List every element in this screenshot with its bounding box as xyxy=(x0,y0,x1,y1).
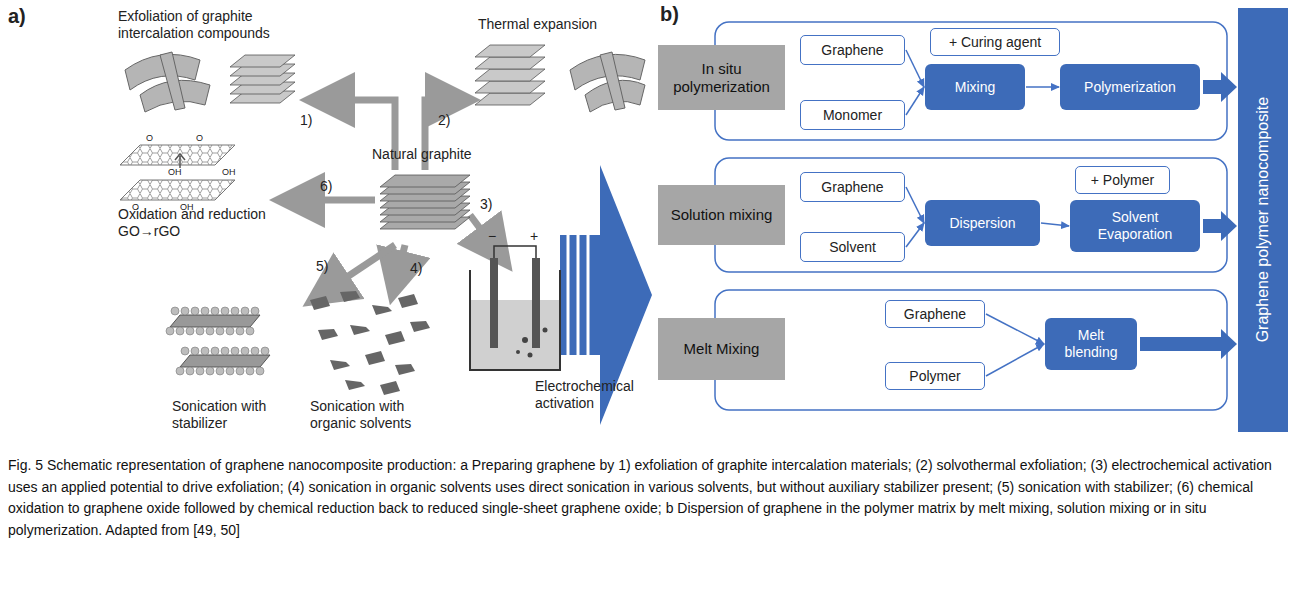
node-text: Graphene xyxy=(821,179,883,196)
label: a) xyxy=(8,4,26,28)
node-text: Melt blending xyxy=(1051,327,1131,361)
node-text: Solution mixing xyxy=(671,206,773,224)
graphene-oxide xyxy=(120,145,235,200)
node-text: Mixing xyxy=(955,79,995,96)
node-text: In situ polymerization xyxy=(664,60,779,96)
label: O xyxy=(132,202,139,213)
node-text: Graphene xyxy=(821,42,883,59)
block-arrow xyxy=(1203,211,1237,241)
connector-arrow xyxy=(1026,86,1059,88)
stabilized-sheets xyxy=(166,307,270,375)
result-bar: Graphene polymer nanocomposite xyxy=(1238,8,1288,432)
connector-arrow xyxy=(906,223,924,247)
dispersed-flakes xyxy=(310,291,430,395)
connector-arrow xyxy=(1041,223,1069,226)
label: O xyxy=(146,133,153,144)
input-box: Polymer xyxy=(885,362,985,390)
connector-arrow xyxy=(986,314,1044,344)
label: OH xyxy=(168,167,182,178)
input-box: Graphene xyxy=(800,172,905,202)
node-text: + Curing agent xyxy=(949,34,1041,51)
row-group xyxy=(715,22,1227,140)
route-arrows xyxy=(290,100,500,295)
process-box: Melt blending xyxy=(1045,318,1137,370)
input-box: Graphene xyxy=(800,35,905,65)
process-box: Dispersion xyxy=(925,200,1040,246)
label: b) xyxy=(660,2,679,26)
node-text: Graphene polymer nanocomposite xyxy=(1253,97,1272,342)
electrochemical-cell xyxy=(470,246,560,370)
process-box: Solvent Evaporation xyxy=(1070,200,1200,252)
connector-arrow xyxy=(986,344,1044,376)
arrow-stripe xyxy=(587,235,590,355)
node-text: + Polymer xyxy=(1091,172,1154,189)
method-box: In situ polymerization xyxy=(658,45,785,110)
label: Electrochemical activation xyxy=(535,378,635,412)
node-text: Polymer xyxy=(909,368,960,385)
connector-arrow xyxy=(906,87,924,115)
method-box: Melt Mixing xyxy=(658,318,785,380)
row-group xyxy=(715,158,1227,272)
label: Sonication with stabilizer xyxy=(172,398,302,432)
block-arrow xyxy=(1140,329,1237,359)
label: 3) xyxy=(480,196,492,213)
input-box: + Polymer xyxy=(1075,166,1170,194)
label: Sonication with organic solvents xyxy=(310,398,445,432)
label: Natural graphite xyxy=(372,146,472,163)
connector-arrow xyxy=(906,50,924,87)
node-text: Solvent Evaporation xyxy=(1076,209,1194,243)
label: 2) xyxy=(438,112,450,129)
label: 6) xyxy=(320,178,332,195)
label: 1) xyxy=(300,112,312,129)
node-text: Monomer xyxy=(823,107,882,124)
label: + xyxy=(530,228,538,245)
method-box: Solution mixing xyxy=(658,185,785,245)
node-text: Polymerization xyxy=(1084,79,1176,96)
connector-arrow xyxy=(906,187,924,223)
graphite-stacks xyxy=(230,45,545,229)
arrow-stripe xyxy=(577,235,580,355)
caption: Fig. 5 Schematic representation of graph… xyxy=(8,455,1284,542)
input-box: Monomer xyxy=(800,100,905,130)
label: 4) xyxy=(410,260,422,277)
label: 5) xyxy=(316,258,328,275)
input-box: Graphene xyxy=(885,300,985,328)
input-box: Solvent xyxy=(800,232,905,262)
input-box: + Curing agent xyxy=(930,28,1060,56)
arrow-stripe xyxy=(567,235,570,355)
label: Thermal expansion xyxy=(478,16,597,33)
node-text: Dispersion xyxy=(949,215,1015,232)
label: OH xyxy=(222,167,236,178)
process-box: Polymerization xyxy=(1060,64,1200,110)
label: Exfoliation of graphite intercalation co… xyxy=(118,8,303,42)
label: O xyxy=(196,133,203,144)
exfoliated-sheets xyxy=(125,52,645,112)
node-text: Solvent xyxy=(829,239,876,256)
node-text: Melt Mixing xyxy=(684,340,760,358)
node-text: Graphene xyxy=(904,306,966,323)
label: − xyxy=(488,228,496,245)
block-arrow xyxy=(1203,72,1237,102)
process-box: Mixing xyxy=(925,64,1025,110)
label: OH xyxy=(180,202,194,213)
